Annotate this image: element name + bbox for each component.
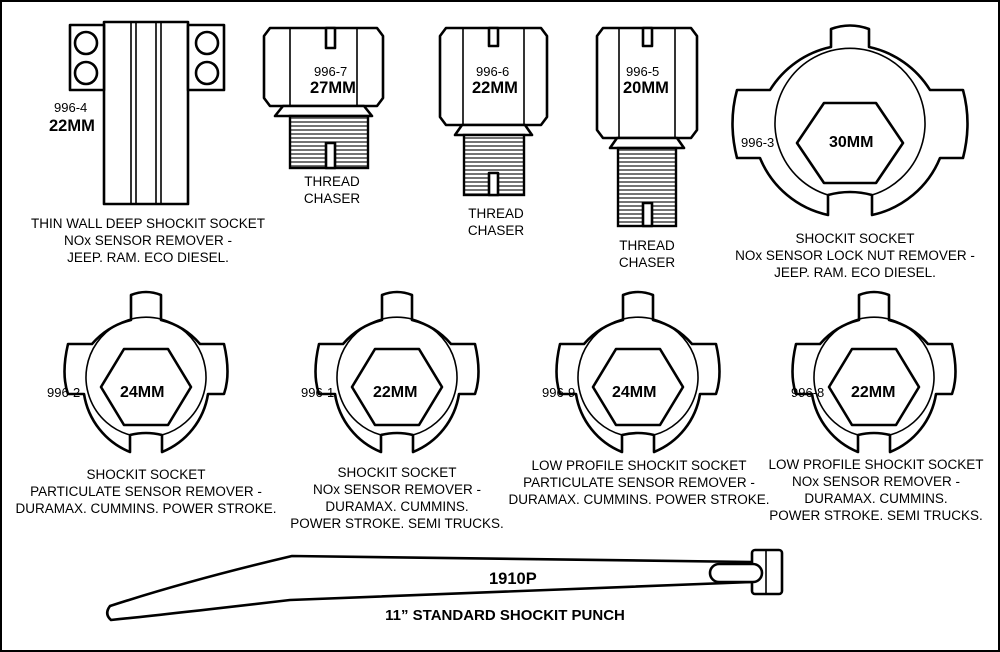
socket-caption-4: POWER STROKE. SEMI TRUCKS.	[290, 516, 504, 531]
socket-caption-1: LOW PROFILE SHOCKIT SOCKET	[768, 457, 983, 472]
socket-caption-1: SHOCKIT SOCKET	[86, 467, 205, 482]
chaser-caption-1: THREAD	[468, 206, 524, 221]
socket-size: 22MM	[373, 384, 417, 401]
punch-caption: 11” STANDARD SHOCKIT PUNCH	[385, 607, 625, 624]
socket-size: 22MM	[851, 384, 895, 401]
chaser-size: 22MM	[472, 79, 518, 97]
socket-996-9	[555, 290, 721, 454]
socket-caption-2: PARTICULATE SENSOR REMOVER -	[523, 475, 755, 490]
chaser-code: 996-7	[314, 64, 347, 79]
socket-caption-3: DURAMAX. CUMMINS. POWER STROKE.	[508, 492, 769, 507]
socket-caption-2: NOx SENSOR REMOVER -	[313, 482, 481, 497]
chaser-code: 996-5	[626, 64, 659, 79]
socket-code: 996-8	[791, 385, 824, 400]
deep-socket-996-4: 996-4 22MM THIN WALL DEEP SHOCKIT SOCKET…	[31, 20, 265, 265]
socket-996-1	[314, 290, 480, 454]
chaser-caption-2: CHASER	[304, 191, 361, 206]
socket-caption-3: DURAMAX. CUMMINS.	[325, 499, 468, 514]
deep-socket-caption-2: NOx SENSOR REMOVER -	[64, 233, 232, 248]
socket-996-8	[791, 290, 957, 454]
socket-caption-1: SHOCKIT SOCKET	[337, 465, 456, 480]
lock-nut-caption-3: JEEP. RAM. ECO DIESEL.	[774, 265, 936, 280]
lock-nut-size: 30MM	[829, 134, 873, 151]
socket-caption-2: NOx SENSOR REMOVER -	[792, 474, 960, 489]
lock-nut-caption-2: NOx SENSOR LOCK NUT REMOVER -	[735, 248, 975, 263]
socket-996-2	[63, 290, 229, 454]
socket-size: 24MM	[612, 384, 656, 401]
socket-caption-3: DURAMAX. CUMMINS. POWER STROKE.	[15, 501, 276, 516]
deep-socket-caption-3: JEEP. RAM. ECO DIESEL.	[67, 250, 229, 265]
chaser-size: 20MM	[623, 79, 669, 97]
lock-nut-code: 996-3	[741, 135, 774, 150]
thread-chaser-996-5: 996-5 20MM THREAD CHASER	[595, 26, 699, 270]
socket-caption-1: LOW PROFILE SHOCKIT SOCKET	[531, 458, 746, 473]
socket-code: 996-2	[47, 385, 80, 400]
chaser-caption-2: CHASER	[619, 255, 676, 270]
chaser-caption-1: THREAD	[304, 174, 360, 189]
punch-code: 1910P	[489, 570, 537, 588]
socket-caption-2: PARTICULATE SENSOR REMOVER -	[30, 484, 262, 499]
chaser-caption-2: CHASER	[468, 223, 525, 238]
socket-caption-4: POWER STROKE. SEMI TRUCKS.	[769, 508, 983, 523]
socket-caption-3: DURAMAX. CUMMINS.	[804, 491, 947, 506]
lock-nut-socket-996-3: 996-3 30MM SHOCKIT SOCKET NOx SENSOR LOC…	[731, 24, 975, 280]
shockit-punch-1910P: 1910P 11” STANDARD SHOCKIT PUNCH	[105, 548, 784, 624]
deep-socket-size: 22MM	[49, 117, 95, 135]
lock-nut-caption-1: SHOCKIT SOCKET	[795, 231, 914, 246]
deep-socket-code: 996-4	[54, 100, 87, 115]
thread-chaser-996-6: 996-6 22MM THREAD CHASER	[438, 26, 549, 238]
socket-code: 996-1	[301, 385, 334, 400]
deep-socket-caption-1: THIN WALL DEEP SHOCKIT SOCKET	[31, 216, 265, 231]
chaser-caption-1: THREAD	[619, 238, 675, 253]
socket-code: 996-9	[542, 385, 575, 400]
chaser-code: 996-6	[476, 64, 509, 79]
chaser-size: 27MM	[310, 79, 356, 97]
socket-size: 24MM	[120, 384, 164, 401]
thread-chaser-996-7: 996-7 27MM THREAD CHASER	[262, 26, 385, 206]
